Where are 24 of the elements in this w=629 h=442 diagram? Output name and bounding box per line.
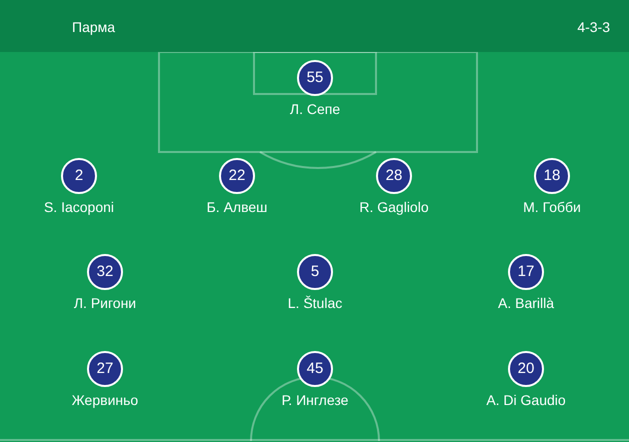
- player-number: 17: [508, 254, 544, 290]
- player-name: A. Barillà: [498, 295, 554, 312]
- player-number: 32: [87, 254, 123, 290]
- player-name: L. Štulac: [288, 295, 342, 312]
- player-number: 18: [534, 158, 570, 194]
- player-name: Б. Алвеш: [206, 199, 268, 216]
- team-name: Парма: [72, 18, 116, 36]
- player-name: М. Гобби: [523, 199, 581, 216]
- player-name: Жервиньо: [72, 392, 138, 409]
- player-name: S. Iacoponi: [44, 199, 114, 216]
- player-number: 2: [61, 158, 97, 194]
- player-name: Л. Ригони: [74, 295, 136, 312]
- player-number: 27: [87, 351, 123, 387]
- player-number: 20: [508, 351, 544, 387]
- player-number: 5: [297, 254, 333, 290]
- player-name: A. Di Gaudio: [486, 392, 566, 409]
- player-number: 45: [297, 351, 333, 387]
- player-name: Р. Инглезе: [282, 392, 348, 409]
- player-name: Л. Сепе: [290, 101, 340, 118]
- player-number: 28: [376, 158, 412, 194]
- player-name: R. Gagliolo: [359, 199, 429, 216]
- player-number: 22: [219, 158, 255, 194]
- player-number: 55: [297, 60, 333, 96]
- formation-label: 4-3-3: [577, 18, 610, 36]
